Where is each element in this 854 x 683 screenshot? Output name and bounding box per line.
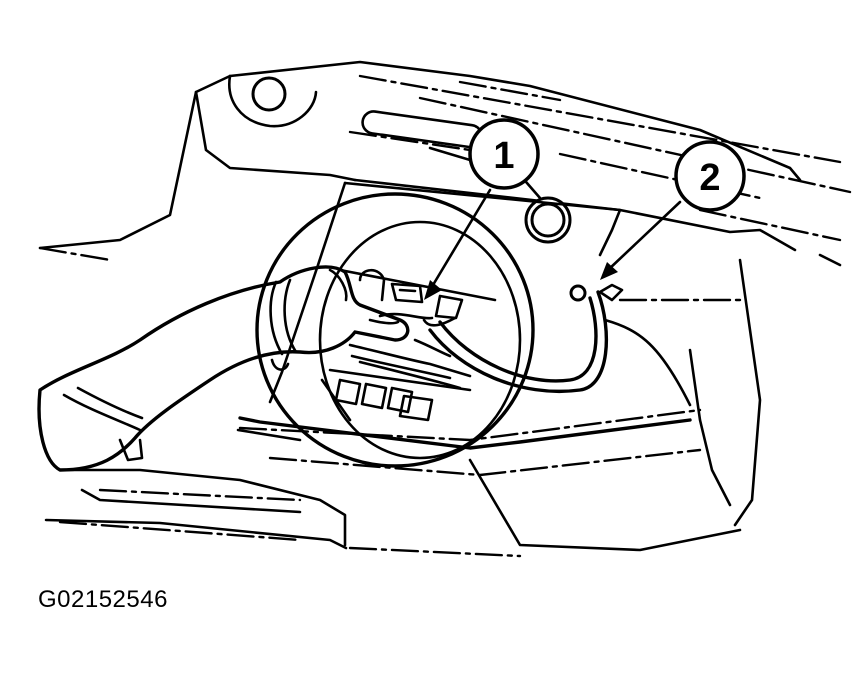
callout-1-arrowhead (424, 280, 442, 300)
fuel-line-hose (428, 283, 692, 407)
pump-electrical-connectors (334, 268, 472, 422)
figure-code: G02152546 (38, 586, 168, 613)
callout-1-number: 1 (493, 135, 514, 177)
dashed-contour-lines (38, 74, 852, 558)
mounting-holes (251, 76, 587, 302)
floor-panel-outline (38, 60, 842, 552)
callout-leaders (424, 188, 682, 300)
callout-2-arrowhead (600, 262, 618, 280)
access-opening (236, 181, 692, 450)
callout-2: 2 (674, 140, 746, 212)
technician-hand-and-arm (37, 265, 410, 472)
fuel-pump-lock-ring (255, 192, 535, 468)
callout-2-number: 2 (699, 157, 720, 199)
callout-1: 1 (468, 118, 540, 190)
